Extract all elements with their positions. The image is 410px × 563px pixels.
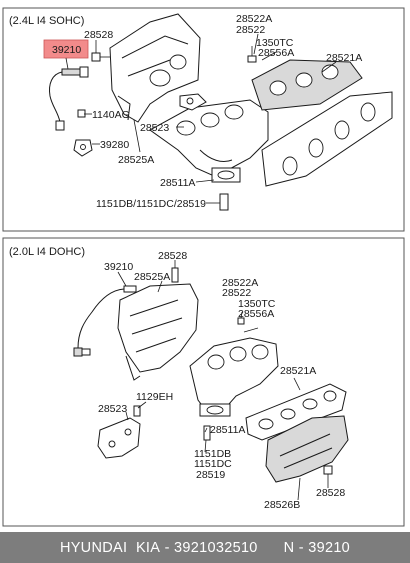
part-number-footer: HYUNDAI KIA - 3921032510 N - 39210 [0,532,410,563]
footer-gap [258,540,284,556]
label-1151DC-bottom: 1151DC [194,458,232,470]
label-28556A-bottom: 28556A [238,308,274,320]
label-1140AG-top: 1140AG [92,109,130,121]
label-28522-top: 28522 [236,24,265,36]
bracket-28523-top [179,93,207,111]
clip-39280-top [73,109,93,157]
bolt-1129EH-bottom [133,405,141,417]
label-1129EH-bottom: 1129EH [136,391,173,403]
label-28526B-bottom: 28526B [264,499,300,511]
footer-oem: N - 39210 [283,539,351,556]
label-1350TC-top: 1350TC [256,37,294,49]
label-28523-bottom: 28523 [98,403,127,415]
exhaust-manifold-top [149,99,269,183]
oxygen-sensor-bottom [73,285,137,357]
exhaust-manifold-bottom [189,337,279,417]
label-28528-bottom-a: 28528 [158,250,187,262]
stud-28519-bottom [203,425,211,441]
label-39280-top: 39280 [100,139,129,151]
heat-shield-bottom [117,283,199,381]
label-1151-top: 1151DB/1151DC/28519 [96,198,206,210]
label-28522A-bottom: 28522A [222,277,258,289]
label-28522-bottom: 28522 [222,287,251,299]
label-28511A-top: 28511A [160,177,195,189]
footer-brand: HYUNDAI KIA [59,539,161,556]
label-28525A-top: 28525A [118,154,154,166]
bolt-28528-bottom-a [171,267,179,283]
label-28521A-bottom: 28521A [280,365,316,377]
label-28522A-top: 28522A [236,13,272,25]
gasket-28521A-top [251,59,393,187]
heat-shield-top [109,13,201,123]
label-28523-top: 28523 [140,122,169,134]
label-1350TC-bottom: 1350TC [238,298,276,310]
label-28528-bottom-b: 28528 [316,487,345,499]
heat-shield-28526B-bottom [265,415,349,483]
bottom-panel-title: (2.0L I4 DOHC) [9,246,85,258]
gasket-28521A-bottom [245,383,347,441]
label-28519-bottom: 28519 [196,469,225,481]
footer-sep-1: - [160,539,175,556]
label-39210-top: 39210 [52,44,81,56]
top-panel-title: (2.4L I4 SOHC) [9,15,84,27]
label-1151DB-bottom: 1151DB [194,448,231,460]
nut-28522-top [247,46,257,63]
bracket-28523-bottom [97,417,141,459]
label-28556A-top: 28556A [258,47,294,59]
label-39210-bottom: 39210 [104,261,133,273]
oxygen-sensor-top [49,66,89,131]
footer-part-number: 3921032510 [174,539,258,556]
bolt-28528-bottom-b [323,465,333,475]
label-28521A-top: 28521A [326,52,362,64]
label-28511A-bottom: 28511A [210,424,245,436]
stud-28519-top [219,193,229,211]
label-28525A-bottom: 28525A [134,271,170,283]
label-28528-top: 28528 [84,29,113,41]
